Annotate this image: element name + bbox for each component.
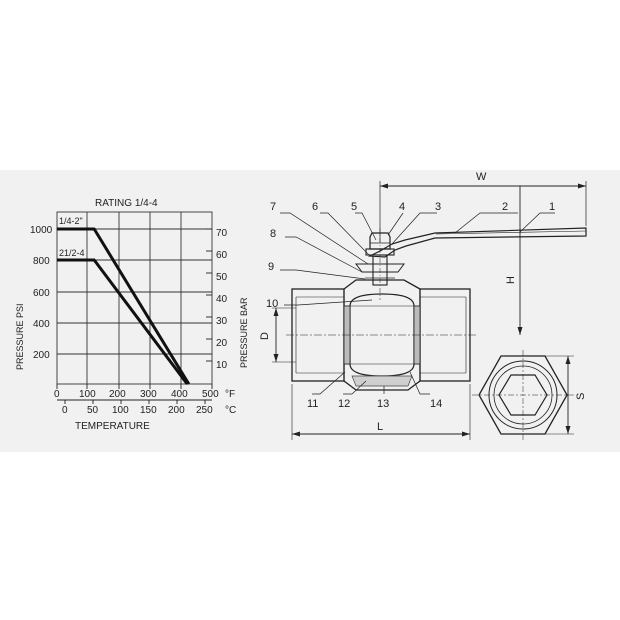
valve-body xyxy=(286,279,476,391)
dim-h-label: H xyxy=(505,276,517,284)
stem-assembly xyxy=(355,228,405,300)
f-tick: 300 xyxy=(140,389,157,400)
part-number: 14 xyxy=(430,398,442,410)
bar-tick: 40 xyxy=(216,294,228,305)
part-number: 3 xyxy=(435,201,441,213)
part-number-labels: 1 2 3 4 5 6 7 8 9 10 11 12 13 14 xyxy=(266,201,555,410)
x-axis-title: TEMPERATURE xyxy=(75,421,150,432)
series-label: 1/4-2" xyxy=(59,216,83,226)
celsius-axis xyxy=(57,399,212,404)
f-tick: 400 xyxy=(171,389,188,400)
part-number: 4 xyxy=(399,201,405,213)
part-number: 1 xyxy=(549,201,555,213)
part-number: 5 xyxy=(351,201,357,213)
dim-w-label: W xyxy=(476,171,487,183)
c-tick: 150 xyxy=(140,405,157,416)
psi-tick: 600 xyxy=(33,288,50,299)
f-unit: °F xyxy=(225,389,235,400)
figure-panel xyxy=(0,170,620,452)
f-tick: 100 xyxy=(79,389,96,400)
f-tick: 0 xyxy=(54,389,60,400)
series-label: 21/2-4 xyxy=(59,248,85,258)
y-axis-title-bar: PRESSURE BAR xyxy=(239,297,249,368)
bar-tick: 20 xyxy=(216,338,228,349)
chart-title: RATING 1/4-4 xyxy=(95,198,158,209)
y-axis-title-psi: PRESSURE PSI xyxy=(15,303,25,370)
end-view xyxy=(472,350,574,440)
part-number: 13 xyxy=(377,398,389,410)
series-layer xyxy=(57,227,191,385)
part-number: 8 xyxy=(270,228,276,240)
dimension-h: H xyxy=(505,186,523,335)
psi-tick: 400 xyxy=(33,319,50,330)
bar-axis-ticks xyxy=(206,228,212,362)
f-tick: 500 xyxy=(202,389,219,400)
psi-tick-labels: 1000 800 600 400 200 xyxy=(30,225,53,361)
part-number: 10 xyxy=(266,298,278,310)
c-tick: 0 xyxy=(62,405,68,416)
part-number: 9 xyxy=(268,261,274,273)
c-tick: 100 xyxy=(112,405,129,416)
part-number: 7 xyxy=(270,201,276,213)
rating-curve-2 xyxy=(57,258,189,385)
fahrenheit-tick-labels: 0 100 200 300 400 500 °F xyxy=(54,389,235,400)
bar-tick: 70 xyxy=(216,228,228,239)
chart-grid xyxy=(56,211,213,385)
dimension-s: S xyxy=(545,355,587,435)
psi-tick: 200 xyxy=(33,350,50,361)
dim-s-label: S xyxy=(575,393,587,400)
psi-tick: 1000 xyxy=(30,225,53,236)
part-number: 6 xyxy=(312,201,318,213)
dim-d-label: D xyxy=(259,332,271,340)
celsius-tick-labels: 0 50 100 150 200 250 °C xyxy=(62,405,236,416)
dimension-d: D xyxy=(259,307,296,363)
rating-curve-1 xyxy=(57,227,191,385)
dim-l-label: L xyxy=(377,421,383,433)
part-number: 11 xyxy=(307,398,318,410)
c-tick: 50 xyxy=(87,405,99,416)
bar-tick: 60 xyxy=(216,250,228,261)
c-unit: °C xyxy=(225,405,236,416)
valve-drawing: W xyxy=(259,171,587,440)
bar-tick-labels: 70 60 50 40 30 20 10 xyxy=(216,228,228,371)
dimension-l: L xyxy=(291,384,471,440)
part-number: 12 xyxy=(338,398,350,410)
psi-tick: 800 xyxy=(33,256,50,267)
x-axis-ticks xyxy=(56,384,213,389)
bar-tick: 30 xyxy=(216,316,228,327)
rating-chart: RATING 1/4-4 xyxy=(15,198,249,432)
bar-tick: 50 xyxy=(216,272,228,283)
bar-tick: 10 xyxy=(216,360,228,371)
c-tick: 250 xyxy=(196,405,213,416)
leader-lines xyxy=(280,212,555,395)
part-number: 2 xyxy=(502,201,508,213)
f-tick: 200 xyxy=(109,389,126,400)
c-tick: 200 xyxy=(168,405,185,416)
